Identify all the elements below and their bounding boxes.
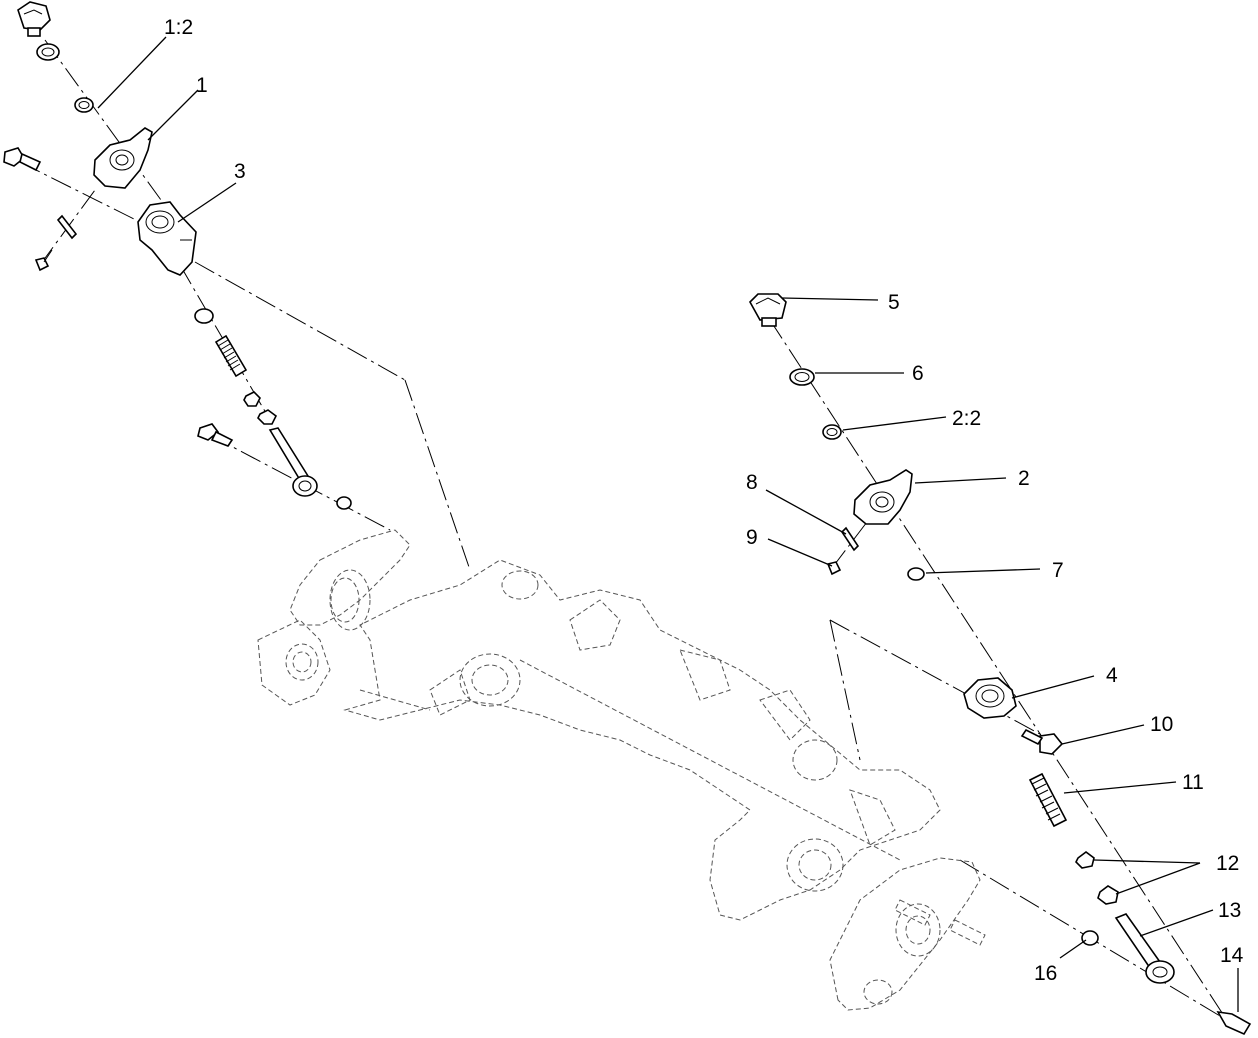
right-bolt bbox=[1020, 728, 1064, 755]
left-lower-bushing bbox=[194, 308, 214, 324]
callout-6: 6 bbox=[912, 362, 924, 385]
callout-11: 11 bbox=[1182, 771, 1204, 794]
left-bolt bbox=[3, 147, 42, 172]
callout-5: 5 bbox=[888, 291, 900, 314]
callout-1: 1 bbox=[196, 74, 208, 97]
callout-2: 2 bbox=[1018, 467, 1030, 490]
callout-leaders bbox=[97, 36, 1239, 1012]
left-nut-lower bbox=[257, 409, 278, 425]
right-nut-lower bbox=[1097, 885, 1119, 905]
callout-16: 16 bbox=[1034, 962, 1057, 985]
right-pivot-bushing bbox=[1081, 930, 1099, 946]
left-pivot-bolt bbox=[197, 423, 234, 447]
right-trunnion-block bbox=[963, 677, 1017, 719]
callout-13: 13 bbox=[1218, 899, 1241, 922]
right-cotter-pin bbox=[840, 526, 860, 552]
callout-7: 7 bbox=[1052, 559, 1064, 582]
assembly-axes bbox=[19, 39, 1236, 1026]
callout-12: 12 bbox=[1216, 852, 1239, 875]
callout-9: 9 bbox=[746, 526, 758, 549]
right-spring bbox=[1028, 772, 1068, 828]
right-mid-bushing bbox=[907, 567, 925, 581]
right-assembly bbox=[749, 293, 1252, 1036]
right-nut-upper bbox=[1075, 851, 1095, 869]
left-cotter-pin bbox=[56, 214, 78, 240]
callout-14: 14 bbox=[1220, 944, 1244, 967]
left-spring bbox=[214, 334, 248, 378]
right-small-screw bbox=[826, 561, 842, 576]
right-spindle-plate bbox=[829, 857, 986, 1011]
left-assembly bbox=[3, 1, 352, 510]
left-nut-upper bbox=[243, 391, 261, 407]
callout-3: 3 bbox=[234, 160, 246, 183]
left-small-screw bbox=[34, 249, 53, 272]
left-cam-lever bbox=[93, 127, 153, 189]
right-upper-bushing bbox=[822, 424, 842, 440]
callout-2-2: 2:2 bbox=[952, 407, 981, 430]
right-washer bbox=[789, 368, 815, 386]
left-bushing bbox=[74, 97, 94, 113]
right-cap-nut bbox=[749, 293, 787, 327]
axle-frame-ghost bbox=[257, 529, 941, 921]
left-link-rod bbox=[268, 427, 318, 497]
callout-labels: 1:2 1 3 5 6 2:2 2 8 9 7 4 10 11 12 13 14… bbox=[164, 16, 1244, 985]
right-cam-lever bbox=[853, 469, 913, 525]
left-pivot-bushing bbox=[336, 496, 352, 510]
left-trunnion-block bbox=[137, 201, 197, 276]
callout-4: 4 bbox=[1106, 664, 1118, 687]
callout-10: 10 bbox=[1150, 713, 1173, 736]
right-link-rod bbox=[1114, 913, 1175, 984]
callout-1-2: 1:2 bbox=[164, 16, 193, 39]
right-lower-bolt bbox=[1216, 1010, 1252, 1036]
left-cap-nut bbox=[17, 1, 51, 37]
left-washer bbox=[36, 43, 60, 61]
callout-8: 8 bbox=[746, 471, 758, 494]
